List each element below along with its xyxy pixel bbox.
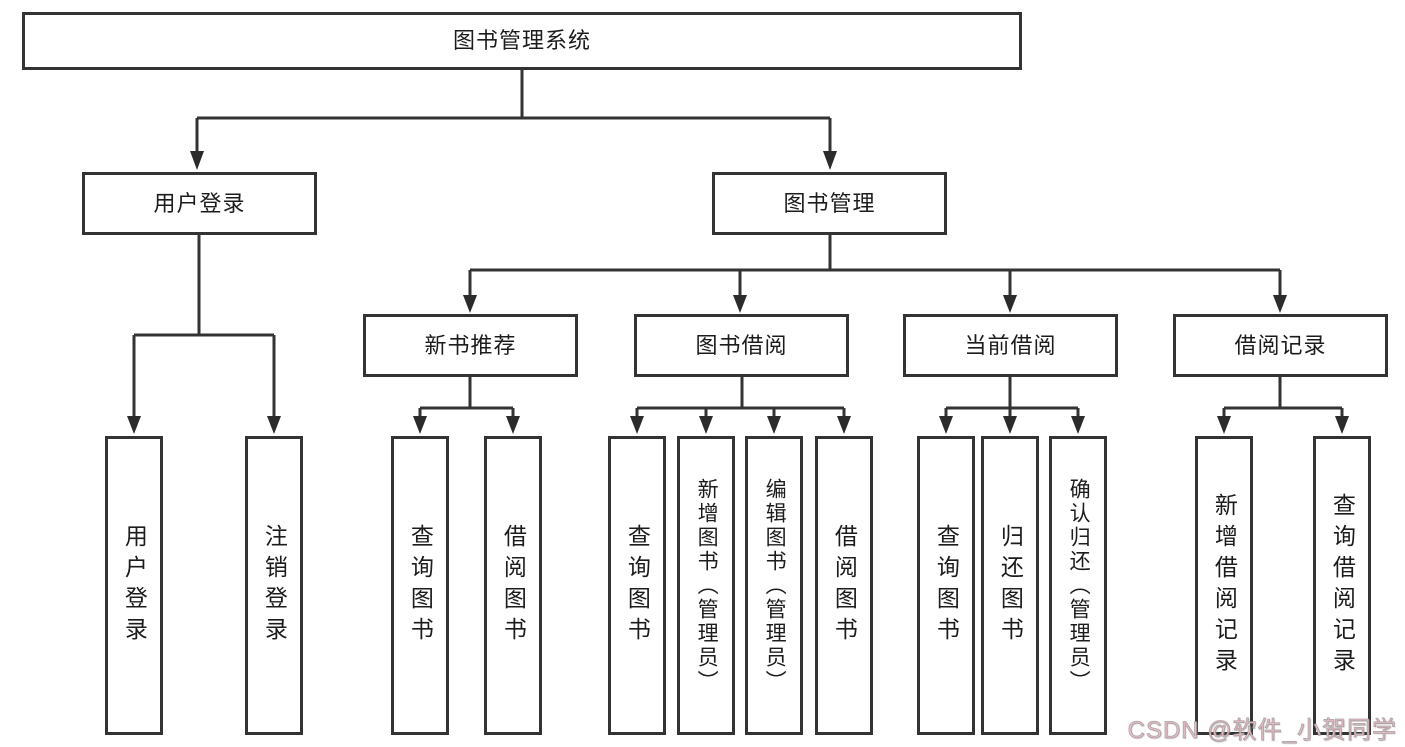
node-borrow-records: 借阅记录 bbox=[1173, 314, 1388, 377]
leaf-query-books-recommend: 查询图书 bbox=[391, 436, 449, 735]
leaf-logout: 注销登录 bbox=[245, 436, 303, 735]
leaf-query-books-current: 查询图书 bbox=[917, 436, 975, 735]
leaf-add-books-admin: 新增图书（管理员） bbox=[677, 436, 735, 735]
node-new-book-recommend: 新书推荐 bbox=[363, 314, 578, 377]
leaf-add-borrow-record: 新增借阅记录 bbox=[1195, 436, 1253, 735]
node-root-system: 图书管理系统 bbox=[22, 12, 1022, 70]
leaf-confirm-return-admin: 确认归还（管理员） bbox=[1049, 436, 1107, 735]
node-book-borrow: 图书借阅 bbox=[634, 314, 849, 377]
node-user-login: 用户登录 bbox=[82, 172, 317, 235]
node-book-management: 图书管理 bbox=[712, 172, 947, 235]
leaf-return-books: 归还图书 bbox=[981, 436, 1039, 735]
leaf-borrow-books: 借阅图书 bbox=[815, 436, 873, 735]
leaf-user-login: 用户登录 bbox=[105, 436, 163, 735]
leaf-query-borrow-record: 查询借阅记录 bbox=[1313, 436, 1371, 735]
leaf-borrow-books-recommend: 借阅图书 bbox=[484, 436, 542, 735]
leaf-edit-books-admin: 编辑图书（管理员） bbox=[745, 436, 803, 735]
leaf-query-books-borrow: 查询图书 bbox=[608, 436, 666, 735]
csdn-watermark: CSDN @软件_小贺同学 bbox=[1127, 717, 1397, 745]
node-current-borrow: 当前借阅 bbox=[903, 314, 1118, 377]
